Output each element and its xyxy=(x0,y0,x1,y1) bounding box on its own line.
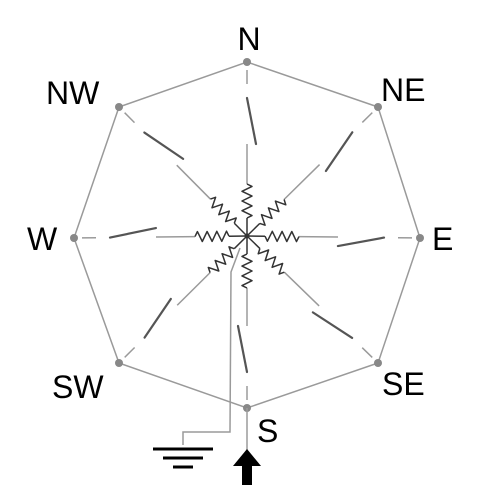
ground-icon xyxy=(153,447,213,469)
label-w: W xyxy=(27,221,58,257)
switch-s xyxy=(236,324,249,374)
switch-nw xyxy=(143,131,185,160)
node-stub-sw xyxy=(124,346,136,358)
label-e: E xyxy=(432,221,453,257)
hub-lead-ne xyxy=(246,222,261,237)
node-stub-nw xyxy=(124,112,136,124)
spoke-ne xyxy=(246,103,382,237)
wire-nw xyxy=(176,164,211,200)
spoke-sw xyxy=(115,235,248,367)
switch-sw xyxy=(143,297,172,339)
switch-e xyxy=(336,236,386,248)
resistor-nw xyxy=(210,196,237,224)
label-se: SE xyxy=(382,366,425,402)
ground-wire xyxy=(182,247,241,445)
node-ne xyxy=(374,103,382,111)
node-nw xyxy=(115,103,123,111)
switch-w xyxy=(108,226,157,239)
hub-node xyxy=(244,233,250,239)
node-stub-se xyxy=(361,347,373,358)
node-se xyxy=(374,359,382,367)
spoke-e xyxy=(246,230,424,248)
resistor-sw xyxy=(207,246,235,273)
wire-sw xyxy=(176,272,211,306)
spoke-w xyxy=(70,226,248,243)
wire-ne xyxy=(283,164,321,201)
node-stub-ne xyxy=(361,112,373,123)
node-w xyxy=(70,234,78,242)
spoke-s xyxy=(236,236,253,412)
spoke-se xyxy=(246,235,382,367)
resistor-n xyxy=(241,183,253,219)
label-ne: NE xyxy=(381,72,425,108)
label-nw: NW xyxy=(46,75,100,111)
node-e xyxy=(416,234,424,242)
wire-se xyxy=(283,271,320,307)
switch-n xyxy=(245,96,258,146)
resistor-se xyxy=(257,248,285,275)
spokes-group xyxy=(70,58,424,412)
up-arrow-icon xyxy=(233,449,261,485)
hub-lead-sw xyxy=(233,235,248,250)
spoke-nw xyxy=(115,103,248,237)
switch-se xyxy=(311,311,354,340)
resistor-s xyxy=(241,253,253,289)
spoke-n xyxy=(241,58,258,236)
label-sw: SW xyxy=(52,369,104,405)
switch-ne xyxy=(324,131,354,173)
label-n: N xyxy=(237,21,260,57)
resistor-w xyxy=(194,230,230,243)
resistor-ne xyxy=(259,199,287,226)
hub-lead-se xyxy=(246,235,261,250)
node-n xyxy=(243,58,251,66)
label-s: S xyxy=(257,413,278,449)
node-sw xyxy=(115,359,123,367)
resistor-e xyxy=(264,230,300,243)
hub-lead-nw xyxy=(233,222,248,237)
